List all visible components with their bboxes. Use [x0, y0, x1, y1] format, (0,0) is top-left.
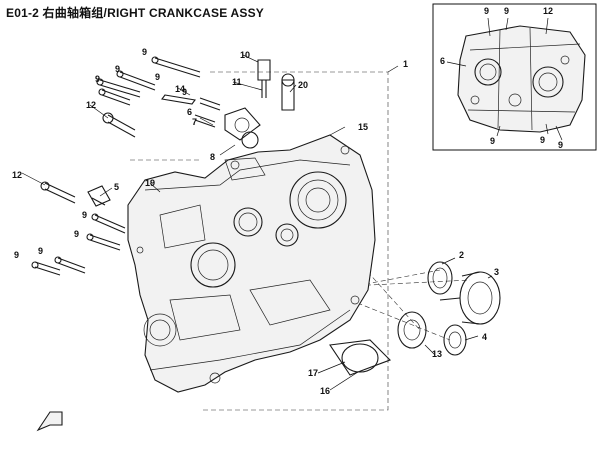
callout-8: 8: [210, 152, 215, 162]
callout-2: 2: [459, 250, 464, 260]
callout-14: 14: [175, 84, 185, 94]
front-arrow-icon: [36, 411, 63, 432]
callout-9-top-b: 9: [115, 64, 120, 74]
callout-12-left: 12: [12, 170, 22, 180]
crankcase-body: [127, 134, 376, 393]
callout-1: 1: [403, 59, 408, 69]
callout-12-top: 12: [86, 100, 96, 110]
callout-9-left-d: 9: [14, 250, 19, 260]
bolts-top-group: [96, 56, 221, 138]
callout-9-top-e: 9: [182, 87, 187, 97]
callout-20: 20: [298, 80, 308, 90]
small-parts-top: [224, 59, 295, 149]
assembly-dashed-outline: [130, 71, 471, 411]
leader-lines: [21, 54, 493, 391]
callout-17: 17: [308, 368, 318, 378]
callout-9-left-c: 9: [38, 246, 43, 256]
callout-9-top-d: 9: [155, 72, 160, 82]
callout-9-left-b: 9: [74, 229, 79, 239]
inset-callout-9a: 9: [484, 6, 489, 16]
inset-callout-6: 6: [440, 56, 445, 66]
inset-assembly-view: 9 9 12 6 9 9 9: [432, 3, 597, 151]
callout-4: 4: [482, 332, 487, 342]
callout-9-top-c: 9: [95, 74, 100, 84]
callout-numbers: 1 2 3 4 5 6 7 8 9 9 9 9 9 9 9 9 9 10 11 …: [12, 47, 499, 396]
callout-9-left-a: 9: [82, 210, 87, 220]
callout-11: 11: [232, 77, 242, 87]
inset-callout-9c: 9: [490, 136, 495, 146]
callout-10: 10: [240, 50, 250, 60]
bolts-left-group: [31, 181, 126, 276]
bearings-group: [329, 261, 501, 376]
callout-6: 6: [187, 107, 192, 117]
inset-callout-9b: 9: [504, 6, 509, 16]
callout-13: 13: [432, 349, 442, 359]
callout-15: 15: [358, 122, 368, 132]
callout-5: 5: [114, 182, 119, 192]
diagram-title: E01-2 右曲轴箱组/RIGHT CRANKCASE ASSY: [6, 6, 264, 20]
inset-callout-12: 12: [543, 6, 553, 16]
inset-callout-9e: 9: [558, 140, 563, 150]
callout-19: 19: [145, 178, 155, 188]
inset-callout-9d: 9: [540, 135, 545, 145]
callout-9-top-a: 9: [142, 47, 147, 57]
callout-3: 3: [494, 267, 499, 277]
callout-16: 16: [320, 386, 330, 396]
callout-7: 7: [192, 117, 197, 127]
